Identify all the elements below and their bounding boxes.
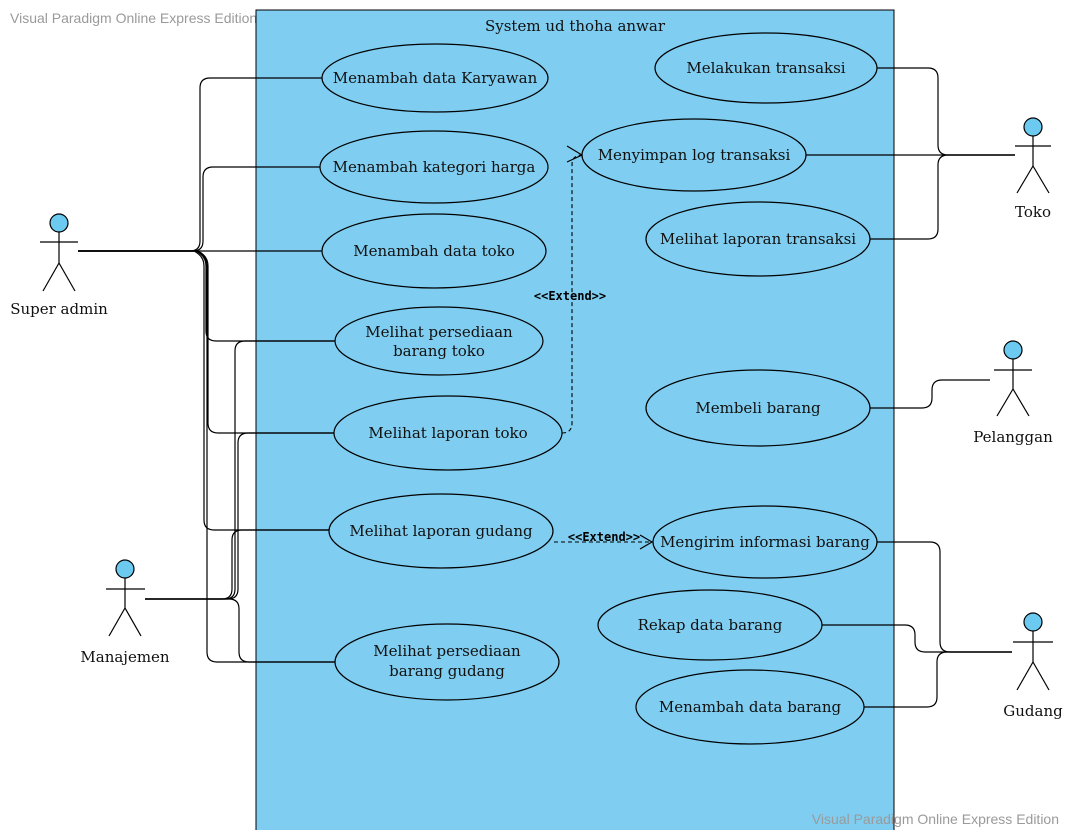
usecase-melakukan-transaksi[interactable]: Melakukan transaksi (654, 32, 878, 104)
assoc-superadmin-persediaan-toko (78, 250, 335, 342)
usecase-menambah-data-karyawan[interactable]: Menambah data Karyawan (321, 43, 549, 113)
actor-pelanggan[interactable]: Pelanggan (973, 340, 1053, 446)
usecase-mengirim-informasi-barang[interactable]: Mengirim informasi barang (652, 505, 878, 579)
actor-label: Manajemen (80, 648, 170, 666)
actor-label: Pelanggan (973, 428, 1053, 446)
assoc-manajemen-persediaan-gudang (145, 598, 335, 663)
usecase-label: Menambah kategori harga (333, 158, 536, 176)
actor-manajemen[interactable]: Manajemen (80, 559, 170, 666)
usecase-melihat-laporan-gudang[interactable]: Melihat laporan gudang (328, 493, 554, 569)
actor-gudang[interactable]: Gudang (1003, 612, 1063, 720)
actor-super-admin[interactable]: Super admin (10, 213, 108, 318)
assoc-pelanggan-membeli (870, 379, 990, 409)
usecase-label: Melihat laporan toko (368, 424, 527, 442)
usecase-label: Mengirim informasi barang (660, 533, 870, 551)
usecase-label-line1: Melihat persediaan (373, 642, 521, 660)
assoc-gudang-rekap (822, 624, 1012, 653)
actor-head-icon (115, 559, 135, 579)
usecase-label: Melihat laporan transaksi (660, 230, 856, 248)
actor-head-icon (1003, 340, 1023, 360)
usecase-label: Menambah data Karyawan (333, 69, 538, 87)
assoc-superadmin-laporan-toko (78, 250, 335, 434)
usecase-label-line2: barang toko (393, 342, 485, 360)
extend-label-1: <<Extend>> (534, 289, 606, 303)
usecase-label: Rekap data barang (638, 616, 783, 634)
actor-label: Super admin (10, 300, 108, 318)
actor-label: Gudang (1003, 702, 1063, 720)
usecase-melihat-laporan-transaksi[interactable]: Melihat laporan transaksi (645, 201, 871, 277)
actor-head-icon (1023, 117, 1043, 137)
assoc-toko-laporan-transaksi (870, 154, 1015, 240)
usecase-label: Membeli barang (695, 399, 821, 417)
actor-head-icon (49, 213, 69, 233)
usecase-label: Melakukan transaksi (686, 59, 845, 77)
assoc-toko-transaksi (877, 67, 1015, 156)
usecase-membeli-barang[interactable]: Membeli barang (645, 369, 871, 447)
system-title: System ud thoha anwar (485, 17, 666, 35)
assoc-superadmin-laporan-gudang (78, 250, 329, 531)
actor-label: Toko (1015, 203, 1051, 221)
association-lines (78, 67, 1015, 708)
usecase-melihat-persediaan-barang-gudang[interactable]: Melihat persediaan barang gudang (334, 623, 560, 701)
extend-relation-2[interactable]: <<Extend>> (554, 530, 654, 550)
usecase-rekap-data-barang[interactable]: Rekap data barang (597, 589, 823, 661)
assoc-manajemen-laporan-toko (145, 432, 335, 600)
usecase-label: Menyimpan log transaksi (598, 146, 791, 164)
usecase-label: Menambah data toko (353, 242, 515, 260)
usecase-label-line2: barang gudang (389, 662, 505, 680)
usecase-label: Menambah data barang (659, 698, 842, 716)
assoc-gudang-kirim-info (877, 541, 1012, 653)
usecase-menyimpan-log-transaksi[interactable]: Menyimpan log transaksi (581, 118, 807, 192)
usecase-melihat-laporan-toko[interactable]: Melihat laporan toko (333, 395, 563, 471)
usecase-menambah-data-barang[interactable]: Menambah data barang (635, 669, 865, 745)
usecase-label: Melihat laporan gudang (349, 522, 533, 540)
usecase-label-line1: Melihat persediaan (365, 323, 513, 341)
actor-head-icon (1023, 612, 1043, 632)
extend-label-2: <<Extend>> (568, 530, 640, 544)
watermark-bottom: Visual Paradigm Online Express Edition (811, 811, 1059, 827)
watermark-top: Visual Paradigm Online Express Edition (10, 10, 258, 26)
assoc-superadmin-persediaan-gudang (78, 250, 335, 663)
extend-arrowhead-2 (639, 534, 654, 550)
assoc-gudang-tambah-barang (864, 651, 1012, 708)
actor-toko[interactable]: Toko (1015, 117, 1051, 221)
usecase-melihat-persediaan-barang-toko[interactable]: Melihat persediaan barang toko (334, 306, 544, 376)
usecase-menambah-data-toko[interactable]: Menambah data toko (321, 213, 547, 289)
usecase-menambah-kategori-harga[interactable]: Menambah kategori harga (319, 130, 549, 204)
